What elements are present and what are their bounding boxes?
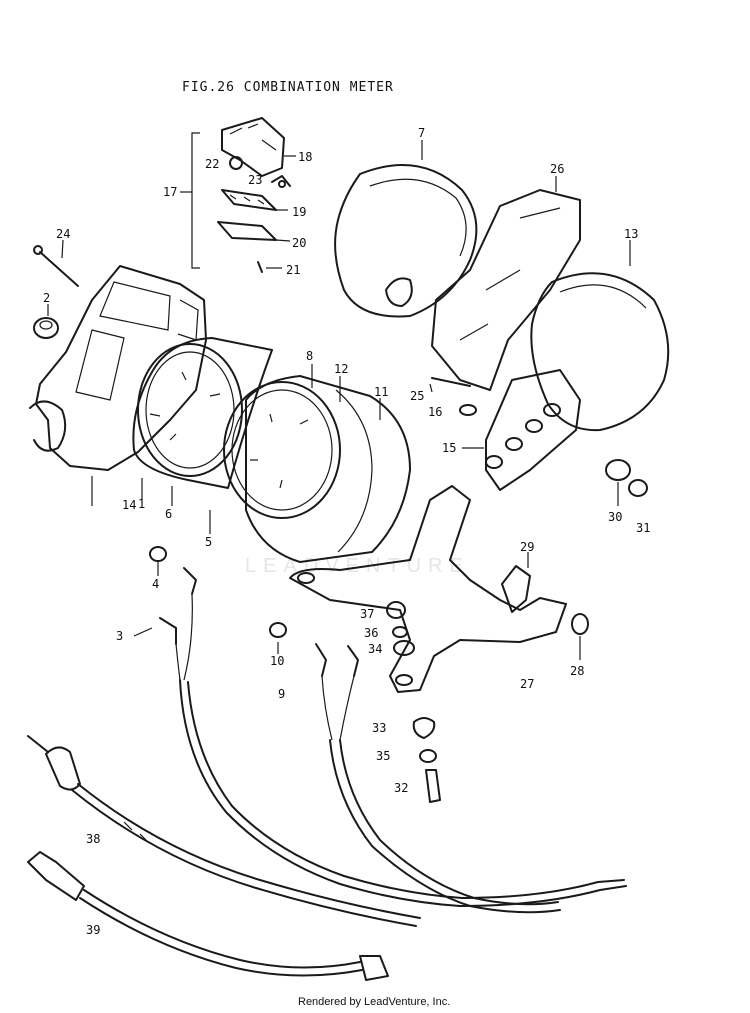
part-25-screw (429, 377, 471, 393)
callout-17: 17 (163, 185, 177, 199)
callout-30: 30 (608, 510, 622, 524)
part-26-bracket (431, 176, 581, 391)
part-30-washer (605, 459, 631, 506)
part-16-bulb (459, 404, 477, 416)
callout-27: 27 (520, 677, 534, 691)
part-3-wire-harness (133, 567, 627, 907)
callout-16: 16 (428, 405, 442, 419)
callout-34: 34 (368, 642, 382, 656)
part-19-plate (221, 189, 288, 211)
callout-3: 3 (116, 629, 123, 643)
callout-14: 14 (122, 498, 136, 512)
part-37-nut (386, 601, 406, 619)
part-13-cover (530, 240, 670, 432)
part-34-grommet (393, 640, 415, 656)
part-22-clip (229, 156, 243, 170)
callout-35: 35 (376, 749, 390, 763)
part-35-washer (419, 749, 437, 763)
part-29-clamp (501, 552, 531, 613)
group-bracket-17 (180, 132, 200, 269)
callout-33: 33 (372, 721, 386, 735)
callout-18: 18 (298, 150, 312, 164)
callout-37: 37 (360, 607, 374, 621)
callout-36: 36 (364, 626, 378, 640)
callout-25: 25 (410, 389, 424, 403)
callout-2: 2 (43, 291, 50, 305)
callout-7: 7 (418, 126, 425, 140)
callout-11: 11 (374, 385, 388, 399)
part-31-nut (628, 479, 648, 497)
part-23-screw (271, 175, 291, 188)
part-38-speedometer-cable (27, 735, 421, 927)
callout-29: 29 (520, 540, 534, 554)
callout-10: 10 (270, 654, 284, 668)
callout-24: 24 (56, 227, 70, 241)
callout-31: 31 (636, 521, 650, 535)
callout-5: 5 (205, 535, 212, 549)
part-10-bulb (269, 622, 287, 654)
callout-9: 9 (278, 687, 285, 701)
meter-mounting-bracket (289, 485, 567, 693)
callout-4: 4 (152, 577, 159, 591)
callout-22: 22 (205, 157, 219, 171)
callout-12: 12 (334, 362, 348, 376)
part-39-tachometer-cable (27, 851, 389, 981)
callout-39: 39 (86, 923, 100, 937)
callout-23: 23 (248, 173, 262, 187)
callout-20: 20 (292, 236, 306, 250)
callout-13: 13 (624, 227, 638, 241)
callout-38: 38 (86, 832, 100, 846)
part-2-grommet (33, 304, 59, 339)
part-15-socket-assembly (462, 369, 581, 491)
part-4-bulb (149, 546, 167, 576)
callout-15: 15 (442, 441, 456, 455)
part-9-wire-harness (315, 643, 561, 914)
part-14-lower-case (29, 265, 207, 506)
part-32-stud (425, 769, 441, 803)
part-18-connector (221, 117, 296, 177)
callout-1: 1 (138, 497, 145, 511)
part-7-cover (334, 140, 478, 318)
part-36-washer (392, 626, 408, 638)
part-28-grommet (571, 613, 589, 660)
callout-28: 28 (570, 664, 584, 678)
part-20-lens (217, 221, 291, 242)
callout-32: 32 (394, 781, 408, 795)
part-24-screw (33, 239, 79, 287)
callout-21: 21 (286, 263, 300, 277)
callout-19: 19 (292, 205, 306, 219)
part-21-screw (257, 261, 282, 273)
callout-6: 6 (165, 507, 172, 521)
figure-title: FIG.26 COMBINATION METER (182, 80, 394, 95)
callout-26: 26 (550, 162, 564, 176)
render-credit: Rendered by LeadVenture, Inc. (298, 996, 451, 1008)
callout-8: 8 (306, 349, 313, 363)
part-11-speedometer (223, 364, 411, 563)
part-33-cushion (412, 717, 436, 739)
